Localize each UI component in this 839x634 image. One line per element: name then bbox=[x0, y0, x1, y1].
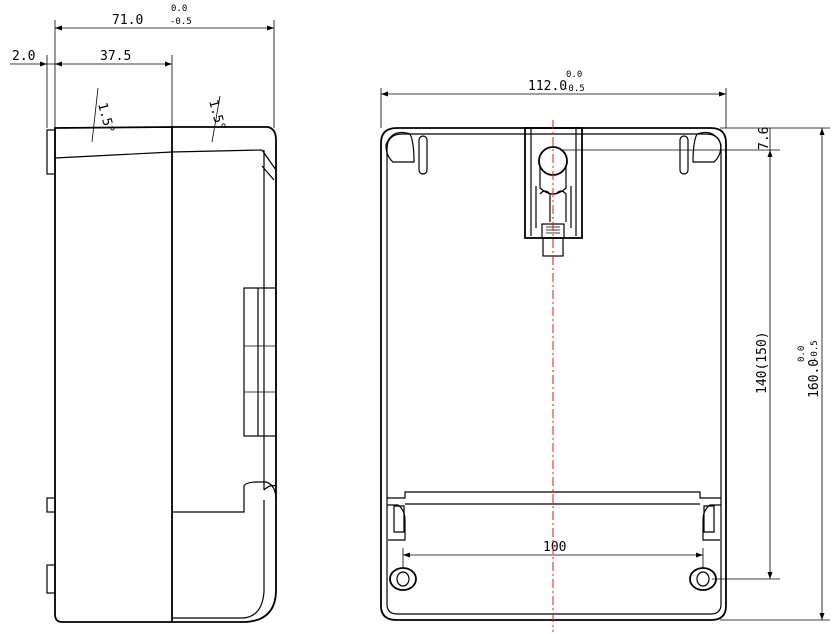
cover-chamfer bbox=[261, 165, 275, 181]
cover-top-edge bbox=[171, 149, 263, 153]
terminal-step bbox=[172, 481, 277, 513]
bracket-rails bbox=[535, 186, 572, 228]
terminal-shelf-top bbox=[387, 491, 721, 499]
tol-front-width-upper: 0.0 bbox=[566, 70, 582, 80]
dim-top-offset: 7.6 bbox=[757, 127, 772, 150]
corner-lug-top-left bbox=[385, 131, 415, 163]
cover-inner-edge bbox=[261, 149, 277, 490]
cover-body bbox=[172, 126, 277, 623]
terminal-inner-line bbox=[172, 500, 265, 619]
dim-hole-spacing: 100 bbox=[543, 540, 566, 555]
mounting-hole-right-inner bbox=[696, 571, 710, 587]
mounting-hole-left-icon bbox=[389, 567, 417, 591]
tol-height-lower: -0.5 bbox=[810, 340, 820, 362]
mounting-tab-bottom bbox=[46, 564, 56, 594]
mounting-tab-mid bbox=[46, 497, 56, 513]
terminal-lug-left bbox=[387, 504, 406, 541]
base-body bbox=[54, 126, 173, 623]
draft-line-right bbox=[211, 95, 221, 143]
terminal-slot-left bbox=[393, 505, 405, 533]
dim-mount-height: 140(150) bbox=[755, 331, 770, 394]
mounting-hole-left-inner bbox=[396, 571, 410, 587]
dim-overall-width: 71.0 bbox=[112, 13, 143, 28]
tol-height-upper: 0.0 bbox=[797, 346, 807, 362]
terminal-step-curve bbox=[263, 484, 277, 491]
housing-outline bbox=[380, 127, 727, 621]
bracket-fingers bbox=[539, 190, 567, 222]
tol-front-width-lower: -0.5 bbox=[563, 84, 585, 94]
dim-front-depth: 37.5 bbox=[100, 49, 131, 64]
mounting-tab-top bbox=[46, 129, 56, 175]
dim-height: 160.0 bbox=[807, 359, 822, 398]
dim-offset: 2.0 bbox=[12, 49, 35, 64]
dim-front-width: 112.0 bbox=[528, 79, 567, 94]
base-top-edge bbox=[54, 151, 173, 159]
slot-top-left bbox=[418, 135, 428, 175]
tol-overall-lower: -0.5 bbox=[170, 17, 192, 27]
terminal-lug-right bbox=[702, 504, 721, 541]
front-view: 112.0 0.0 -0.5 bbox=[380, 70, 830, 632]
slot-top-right bbox=[679, 135, 689, 175]
tol-overall-upper: 0.0 bbox=[171, 4, 187, 14]
terminal-slot-right bbox=[703, 505, 715, 533]
display-window bbox=[243, 287, 277, 437]
draft-line-left bbox=[91, 87, 99, 143]
draft-angle-left: 1.5° bbox=[94, 101, 117, 135]
side-view: 71.0 0.0 -0.5 2.0 37.5 1.5° 1.5° bbox=[10, 4, 277, 623]
corner-lug-top-right bbox=[692, 131, 722, 163]
